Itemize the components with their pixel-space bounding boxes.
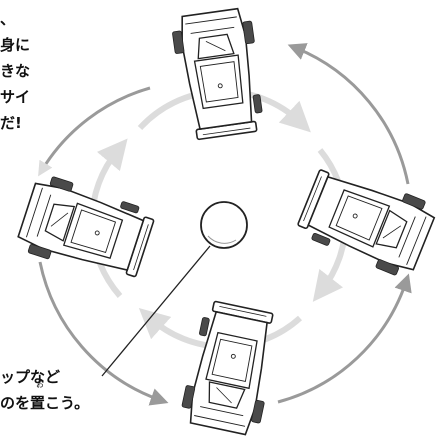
leader-line [101, 245, 211, 377]
arrow-top-left [38, 86, 151, 177]
arrow-top-right [287, 43, 410, 185]
center-marker-icon [200, 201, 248, 249]
car-right-icon [293, 159, 440, 282]
instruction-line: サイ [0, 88, 31, 106]
car-left-icon [13, 171, 158, 288]
furigana: お [36, 380, 44, 389]
instruction-line: だ! [0, 114, 22, 132]
instruction-line: きな [0, 62, 31, 80]
arrow-bottom-right [277, 273, 412, 404]
instruction-line: 、 [0, 10, 16, 28]
outer-rotation-arrows [38, 43, 412, 406]
marker-line-1: ップなど [0, 368, 61, 386]
arrow-bottom-left [38, 261, 169, 406]
instruction-line: 身に [0, 36, 31, 54]
instruction-text: 、 身に きな サイ だ! [0, 6, 30, 136]
car-bottom-icon [178, 298, 284, 438]
marker-line-2: お のを置こう。 [0, 380, 90, 416]
marker-line-2-text: のを置こう。 [0, 394, 90, 412]
marker-text: ップなど お のを置こう。 [0, 364, 89, 416]
car-top-icon [169, 6, 268, 142]
